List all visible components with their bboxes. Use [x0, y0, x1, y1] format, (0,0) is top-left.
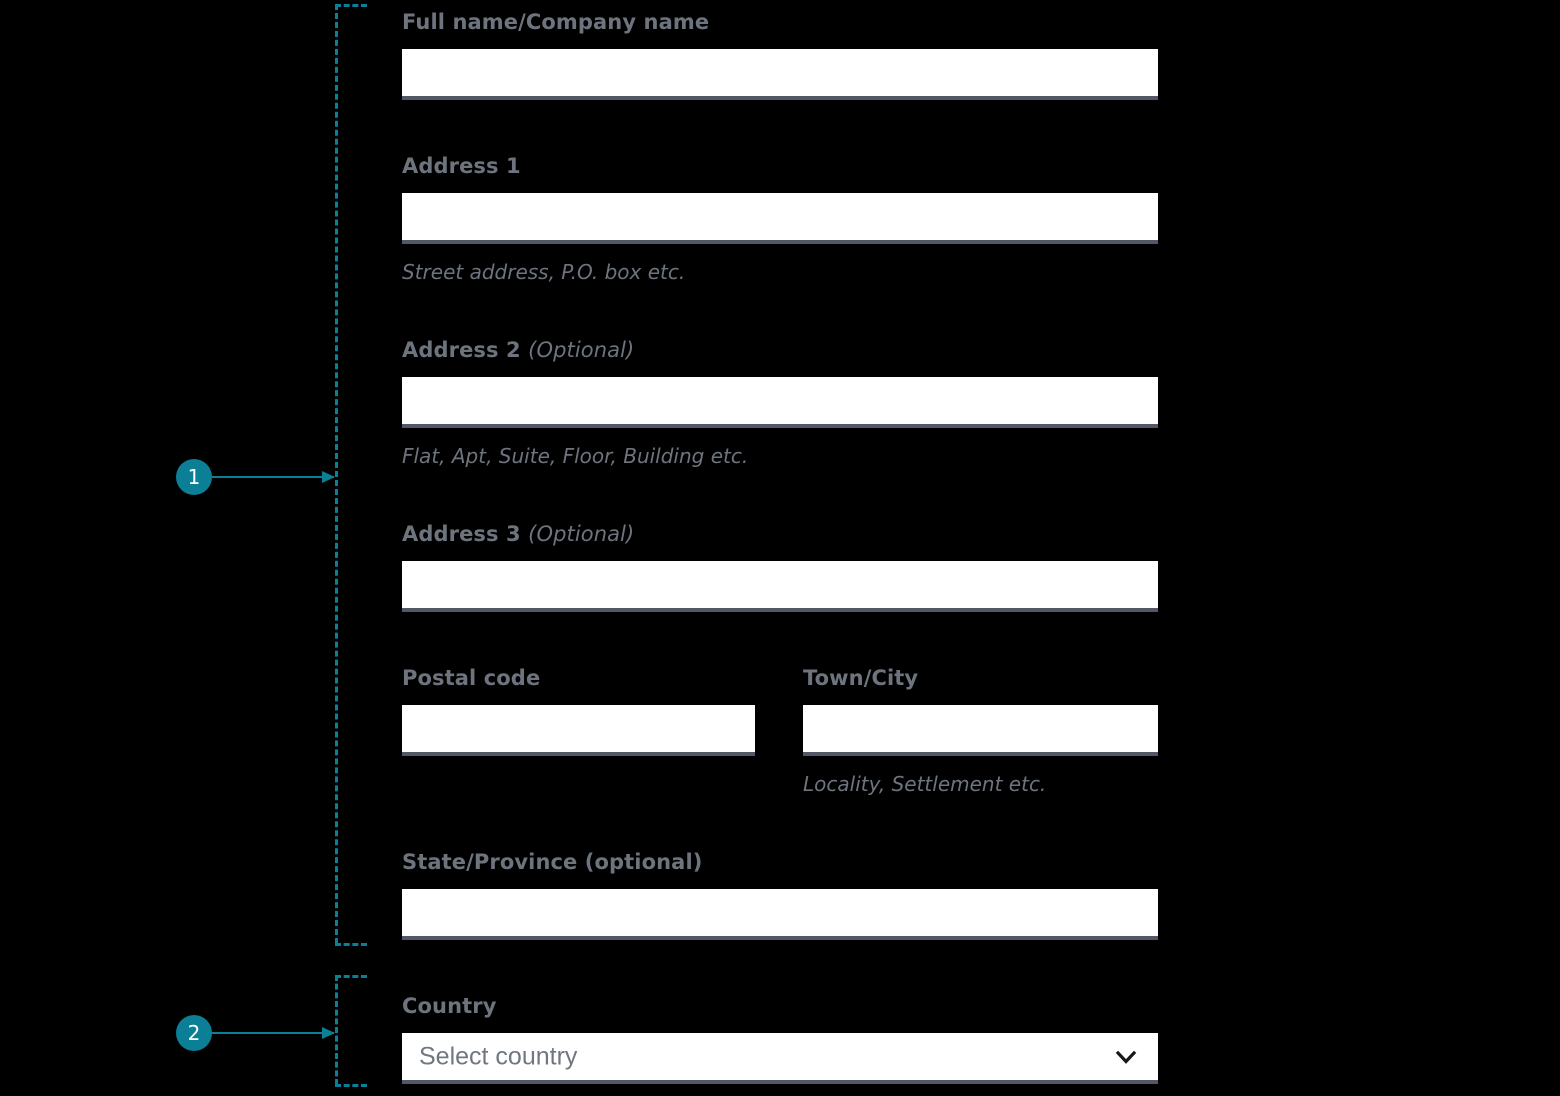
- field-label-full-name: Full name/Company name: [402, 10, 1158, 34]
- callout-marker-1[interactable]: 1: [176, 459, 212, 495]
- label-optional-suffix: (Optional): [528, 338, 635, 362]
- callout-arrow-1: [212, 471, 335, 483]
- input-postal-code[interactable]: [402, 705, 755, 756]
- label-text: State/Province (optional): [402, 850, 703, 874]
- input-address-1[interactable]: [402, 193, 1158, 244]
- label-text: Postal code: [402, 666, 541, 690]
- field-state-province: State/Province (optional): [402, 850, 1158, 940]
- input-address-2[interactable]: [402, 377, 1158, 428]
- field-hint-town-city: Locality, Settlement etc.: [803, 772, 1047, 796]
- label-text: Address 1: [402, 154, 521, 178]
- chevron-down-icon: [1113, 1044, 1139, 1070]
- label-text: Address 2: [402, 338, 521, 362]
- annotation-box-1-top: [335, 4, 367, 7]
- label-text: Town/City: [803, 666, 919, 690]
- field-label-address-1: Address 1: [402, 154, 1158, 178]
- input-full-name[interactable]: [402, 49, 1158, 100]
- input-state-province[interactable]: [402, 889, 1158, 940]
- field-town-city: Town/City Locality, Settlement etc.: [803, 666, 1158, 796]
- field-label-country: Country: [402, 994, 1158, 1018]
- field-address-1: Address 1 Street address, P.O. box etc.: [402, 154, 1158, 284]
- label-text: Full name/Company name: [402, 10, 710, 34]
- field-label-state-province: State/Province (optional): [402, 850, 1158, 874]
- field-hint-address-1: Street address, P.O. box etc.: [402, 260, 686, 284]
- callout-marker-2[interactable]: 2: [176, 1015, 212, 1051]
- field-label-town-city: Town/City: [803, 666, 1158, 690]
- field-label-postal-code: Postal code: [402, 666, 755, 690]
- annotation-box-1-bottom: [335, 943, 367, 946]
- annotation-box-1-left: [335, 4, 338, 944]
- annotation-box-2-top: [335, 975, 367, 978]
- annotation-box-2-left: [335, 975, 338, 1085]
- field-address-3: Address 3 (Optional): [402, 522, 1158, 612]
- field-label-address-2: Address 2 (Optional): [402, 338, 1158, 362]
- field-country: Country Select country: [402, 994, 1158, 1084]
- input-address-3[interactable]: [402, 561, 1158, 612]
- annotation-box-2-bottom: [335, 1084, 367, 1087]
- field-full-name: Full name/Company name: [402, 10, 1158, 100]
- country-select-value: Select country: [419, 1042, 578, 1070]
- label-text: Country: [402, 994, 497, 1018]
- callout-arrow-2: [212, 1027, 335, 1039]
- field-address-2: Address 2 (Optional) Flat, Apt, Suite, F…: [402, 338, 1158, 468]
- label-text: Address 3: [402, 522, 521, 546]
- field-hint-address-2: Flat, Apt, Suite, Floor, Building etc.: [402, 444, 749, 468]
- country-select[interactable]: Select country: [402, 1033, 1158, 1084]
- field-postal-code: Postal code: [402, 666, 755, 756]
- label-optional-suffix: (Optional): [528, 522, 635, 546]
- field-label-address-3: Address 3 (Optional): [402, 522, 1158, 546]
- input-town-city[interactable]: [803, 705, 1158, 756]
